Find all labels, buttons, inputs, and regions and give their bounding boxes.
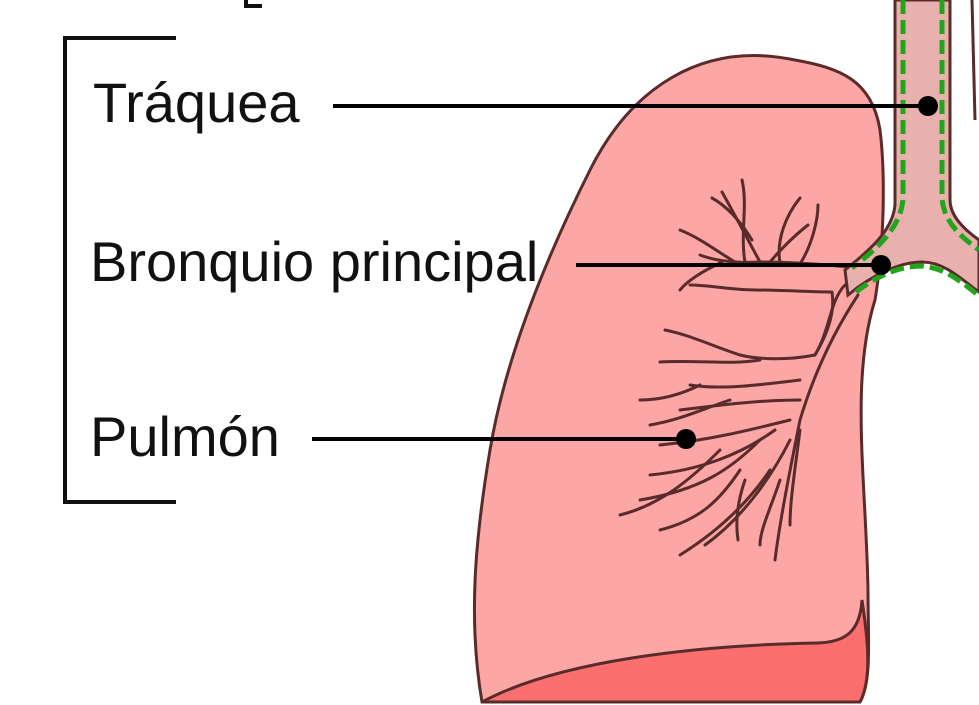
label-trachea: Tráquea — [93, 71, 300, 134]
bronchus-pointer-dot — [871, 255, 891, 275]
trachea-outer-wall-right — [972, 0, 975, 120]
cropped-text-fragment — [246, 0, 262, 6]
label-lung: Pulmón — [90, 405, 280, 468]
lung-pointer-dot — [676, 429, 696, 449]
trachea-pointer-dot — [918, 96, 938, 116]
lung-body — [474, 56, 883, 702]
label-main-bronchus: Bronquio principal — [90, 230, 538, 293]
lung — [474, 56, 883, 702]
